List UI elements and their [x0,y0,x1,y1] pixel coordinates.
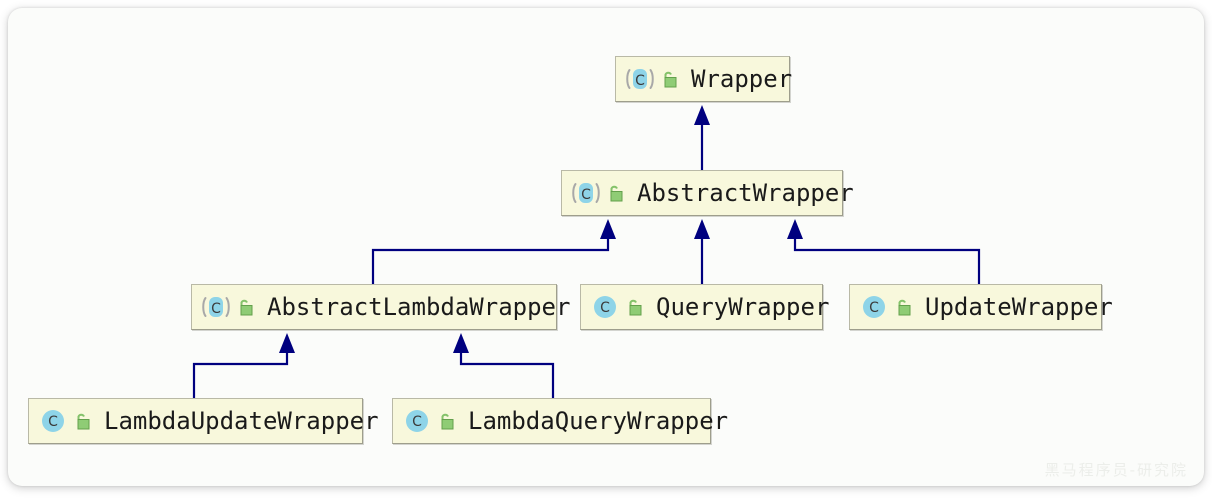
edge-lambda-query-wrapper-to-abstract-lambda-wrapper [459,348,555,398]
concrete-class-icon: C [590,292,620,322]
arrowhead-uw-to-aw [787,219,803,239]
class-node-lambda-update-wrapper[interactable]: C LambdaUpdateWrapper [28,398,379,444]
svg-text:C: C [635,73,645,89]
class-name-label: Wrapper [691,65,793,93]
concrete-class-icon: C [859,292,889,322]
abstract-class-icon: C [625,64,655,94]
class-node-abstract-wrapper[interactable]: C AbstractWrapper [561,170,854,216]
class-name-label: AbstractWrapper [637,179,854,207]
class-name-label: AbstractLambdaWrapper [267,293,571,321]
class-node-abstract-lambda-wrapper[interactable]: C AbstractLambdaWrapper [191,284,570,330]
edge-lambda-update-wrapper-to-abstract-lambda-wrapper [192,348,289,398]
watermark-text: 黑马程序员-研究院 [1044,461,1188,479]
class-node-lambda-query-wrapper[interactable]: C LambdaQueryWrapper [392,398,728,444]
public-unlocked-icon [73,412,90,430]
public-unlocked-icon [625,298,642,316]
concrete-class-icon: C [402,406,432,436]
concrete-class-icon: C [38,406,68,436]
edge-abstract-lambda-wrapper-to-abstract-wrapper [371,234,610,284]
arrowhead-to-wrapper [694,105,710,125]
class-name-label: QueryWrapper [656,293,830,321]
svg-text:C: C [600,300,610,316]
abstract-class-icon: C [201,292,231,322]
arrowhead-alw-to-aw [600,219,616,239]
edge-update-wrapper-to-abstract-wrapper [793,234,981,284]
arrowhead-qw-to-aw [694,219,710,239]
uml-diagram-panel: C Wrapper C [8,8,1204,486]
arrowhead-luw-to-alw [279,333,295,353]
public-unlocked-icon [606,184,623,202]
svg-text:C: C [581,187,591,203]
class-node-query-wrapper[interactable]: C QueryWrapper [580,284,829,330]
public-unlocked-icon [660,70,677,88]
class-name-label: LambdaUpdateWrapper [104,407,379,435]
svg-text:C: C [48,414,58,430]
public-unlocked-icon [894,298,911,316]
class-node-wrapper[interactable]: C Wrapper [615,56,793,102]
svg-text:C: C [211,301,221,317]
public-unlocked-icon [437,412,454,430]
class-node-update-wrapper[interactable]: C UpdateWrapper [849,284,1113,330]
class-name-label: UpdateWrapper [925,293,1113,321]
arrowhead-lqw-to-alw [453,333,469,353]
abstract-class-icon: C [571,178,601,208]
svg-text:C: C [412,414,422,430]
svg-text:C: C [869,300,879,316]
public-unlocked-icon [236,298,253,316]
class-name-label: LambdaQueryWrapper [468,407,729,435]
